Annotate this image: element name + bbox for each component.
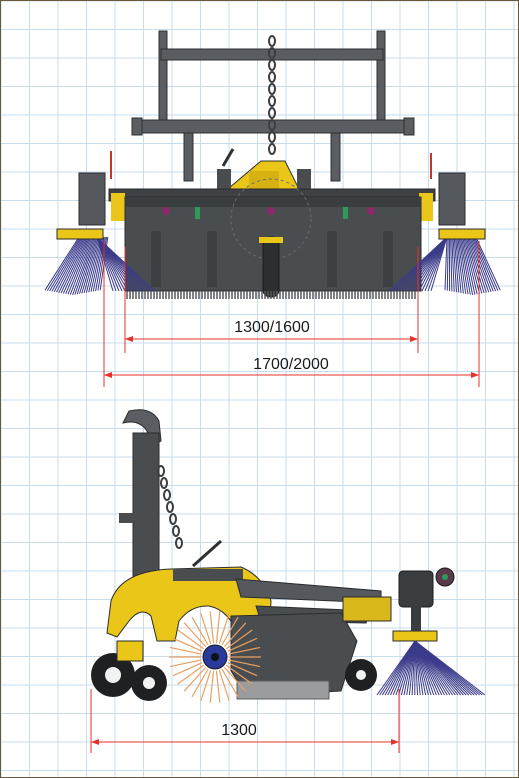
outer-width-label: 1700/2000 <box>253 356 329 373</box>
rear-side-brush-assembly <box>342 567 486 696</box>
inner-width-dimension: 1300/1600 <box>124 247 419 353</box>
right-side-brush <box>388 236 501 296</box>
left-side-brush <box>44 236 156 296</box>
inner-width-label: 1300/1600 <box>234 319 310 336</box>
side-length-label: 1300 <box>221 722 257 739</box>
main-rotary-brush <box>169 611 261 703</box>
front-view-sweeper-illustration <box>44 30 501 299</box>
front-wheel-pair <box>91 640 167 701</box>
outer-width-dimension: 1700/2000 <box>103 241 480 387</box>
side-view-sweeper-illustration <box>91 409 486 703</box>
side-length-dimension: 1300 <box>90 689 400 753</box>
